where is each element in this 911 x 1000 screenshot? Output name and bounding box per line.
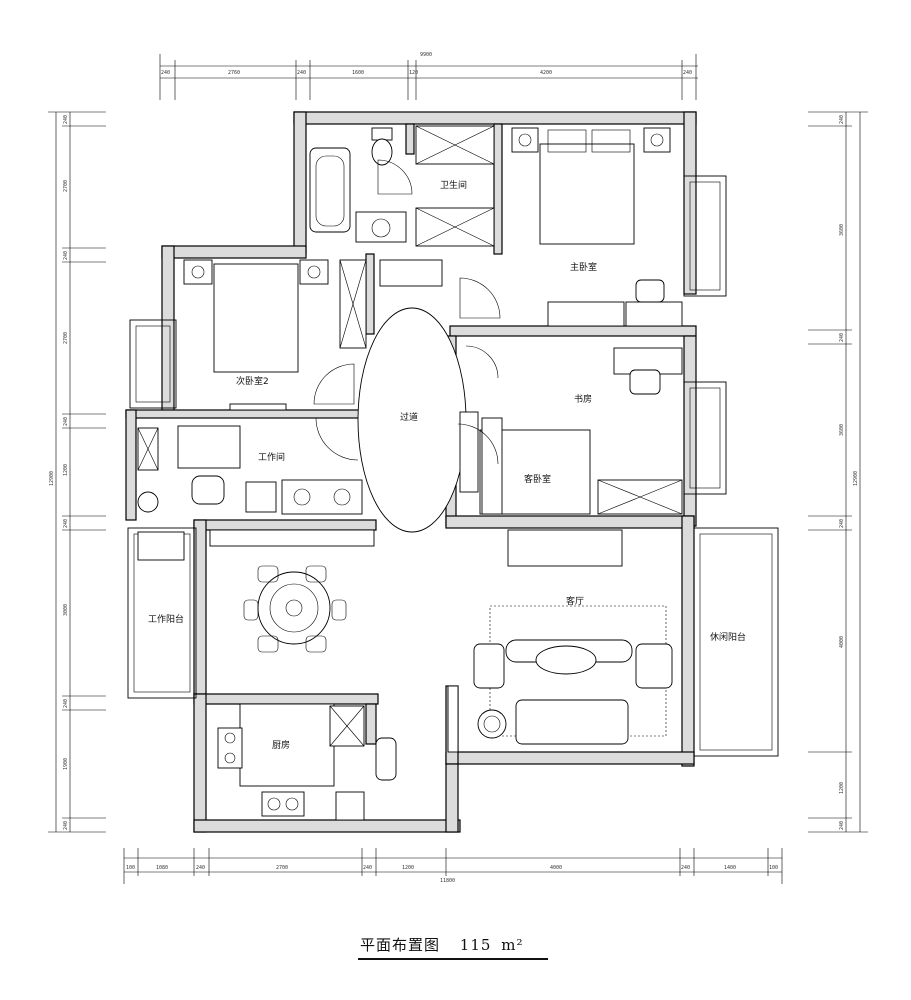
dim-top-5: 4200: [540, 70, 552, 76]
dim-bottom-9: 100: [769, 865, 778, 871]
dim-left-6: 240: [63, 519, 69, 528]
dim-right-7: 240: [839, 821, 845, 830]
dim-right-1: 3600: [839, 224, 845, 236]
dim-bottom-1: 1080: [156, 865, 168, 871]
dim-left-4: 240: [63, 417, 69, 426]
dim-top-0: 240: [161, 70, 170, 76]
dimension-lines-left: 240 2700 240 2700 240 1200 240 3000 240 …: [48, 111, 106, 833]
label-guest-bedroom: 客卧室: [524, 473, 551, 485]
caption-title: 平面布置图: [360, 936, 441, 954]
dim-bottom-0: 100: [126, 865, 135, 871]
label-utility-room: 工作间: [258, 451, 285, 463]
dim-left-1: 2700: [63, 180, 69, 192]
dim-left-total: 12900: [49, 471, 55, 486]
label-corridor: 过道: [400, 411, 418, 423]
dim-top-2: 240: [297, 70, 306, 76]
dim-left-5: 1200: [63, 464, 69, 476]
furniture: [137, 125, 683, 821]
label-leisure-balcony: 休闲阳台: [710, 631, 746, 643]
dim-right-2: 240: [839, 333, 845, 342]
dim-bottom-8: 1400: [724, 865, 736, 871]
dim-left-0: 240: [63, 115, 69, 124]
dim-right-0: 240: [839, 115, 845, 124]
label-kitchen: 厨房: [272, 739, 290, 751]
dim-bottom-2: 240: [196, 865, 205, 871]
caption-area: 115: [459, 936, 492, 954]
label-service-balcony: 工作阳台: [148, 613, 184, 625]
label-second-bedroom: 次卧室2: [236, 375, 269, 387]
dim-top-total: 9900: [420, 52, 432, 58]
caption-underline: [358, 958, 548, 960]
dim-left-9: 1900: [63, 758, 69, 770]
dim-left-10: 240: [63, 821, 69, 830]
label-master-bedroom: 主卧室: [570, 261, 597, 273]
dim-bottom-5: 1200: [402, 865, 414, 871]
dim-top-3: 1600: [352, 70, 364, 76]
dim-top-1: 2760: [228, 70, 240, 76]
dim-bottom-total: 11800: [440, 878, 455, 884]
dim-top-6: 240: [683, 70, 692, 76]
dim-right-3: 3600: [839, 424, 845, 436]
caption-unit: m²: [501, 936, 524, 954]
room-labels: 主卧室 次卧室2 卫生间 工作间 过道 书房 客卧室 客厅 工作阳台 休闲阳台 …: [148, 179, 746, 751]
dim-left-8: 240: [63, 699, 69, 708]
dimension-lines-bottom: 100 1080 240 2700 240 1200 4000 240 1400…: [123, 848, 783, 884]
dim-left-2: 240: [63, 251, 69, 260]
dim-bottom-4: 240: [363, 865, 372, 871]
dim-right-4: 240: [839, 519, 845, 528]
label-study: 书房: [574, 393, 592, 405]
dim-bottom-7: 240: [681, 865, 690, 871]
dim-right-5: 4000: [839, 636, 845, 648]
dim-right-total: 12900: [853, 471, 859, 486]
dim-bottom-3: 2700: [276, 865, 288, 871]
dim-top-4: 120: [409, 70, 418, 76]
balconies: [127, 175, 779, 757]
dim-right-6: 1200: [839, 782, 845, 794]
walls: [125, 111, 697, 833]
plan-caption: 平面布置图 115 m²: [358, 934, 560, 960]
dimension-lines-top: 9900 240 2760 240 1600 120 4200 240: [159, 52, 698, 100]
label-bathroom: 卫生间: [440, 179, 467, 191]
dimension-lines-right: 240 3600 240 3600 240 4000 1200 240 1290…: [808, 111, 868, 833]
dim-left-3: 2700: [63, 332, 69, 344]
dim-bottom-6: 4000: [550, 865, 562, 871]
label-living-room: 客厅: [566, 595, 584, 607]
dim-left-7: 3000: [63, 604, 69, 616]
door-swings: [313, 159, 501, 465]
